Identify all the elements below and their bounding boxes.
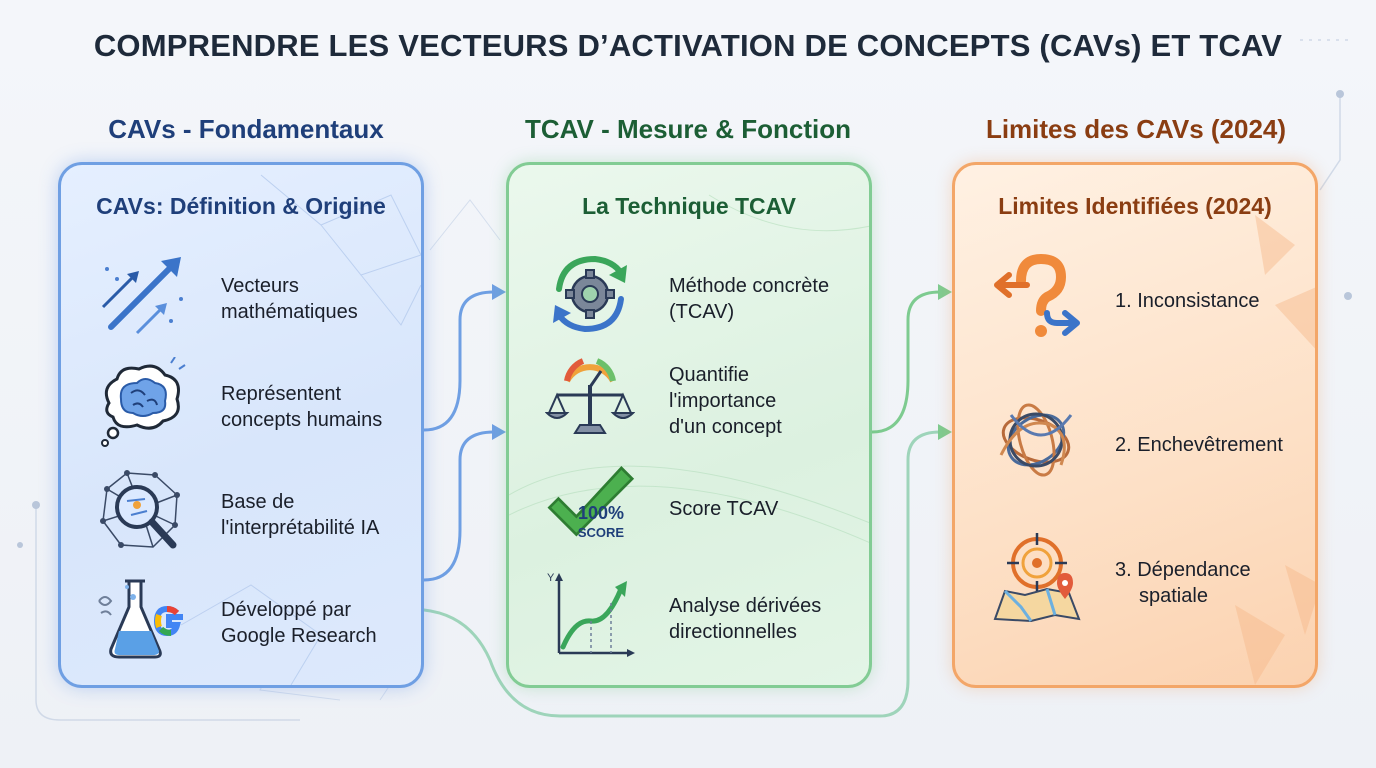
rising-vector-arrows-icon	[101, 257, 183, 335]
panel-title: La Technique TCAV	[582, 193, 796, 219]
panel-tcav-technique: La Technique TCAV Méthode concrète(TCAV)	[506, 162, 872, 688]
gear-cycle-icon	[553, 255, 627, 333]
column-heading-limits: Limites des CAVs (2024)	[985, 114, 1287, 144]
network-magnifier-icon	[100, 470, 180, 549]
brain-thought-icon	[101, 357, 186, 447]
graph-axis-y-label: Y	[547, 572, 555, 584]
panel-cav-limits: Limites Identifiées (2024) 1. Inconsista…	[952, 162, 1318, 688]
score-badge-value: 100%	[578, 503, 624, 523]
list-item: 1. Inconsistance	[955, 251, 1315, 351]
column-heading-cavs: CAVs - Fondamentaux	[108, 114, 384, 144]
page-title: COMPRENDRE LES VECTEURS D’ACTIVATION DE …	[93, 28, 1283, 63]
graph-axis-x-label: X	[627, 658, 635, 659]
item-label: 2. Enchevêtrement	[1115, 434, 1283, 456]
list-item: Méthode concrète(TCAV)	[509, 249, 869, 349]
target-map-icon	[993, 533, 1081, 623]
item-label: Score TCAV	[669, 498, 779, 520]
scale-gauge-icon	[545, 358, 635, 434]
column-heading-tcav: TCAV - Mesure & Fonction	[525, 114, 851, 144]
flask-google-icon	[98, 579, 183, 659]
panel-title: CAVs: Définition & Origine	[96, 193, 386, 219]
derivative-graph-icon: Y X	[547, 572, 635, 659]
item-label: Méthode concrète(TCAV)	[669, 275, 830, 323]
panel-title: Limites Identifiées (2024)	[998, 193, 1272, 219]
list-item: 2. Enchevêtrement	[955, 395, 1315, 495]
question-arrows-icon	[994, 253, 1080, 337]
checkmark-score-icon: 100% SCORE	[547, 466, 635, 540]
list-item: 100% SCORE Score TCAV	[509, 459, 869, 559]
score-badge-label: SCORE	[578, 525, 625, 540]
tangled-threads-icon	[999, 403, 1073, 477]
item-label: 1. Inconsistance	[1115, 290, 1260, 312]
